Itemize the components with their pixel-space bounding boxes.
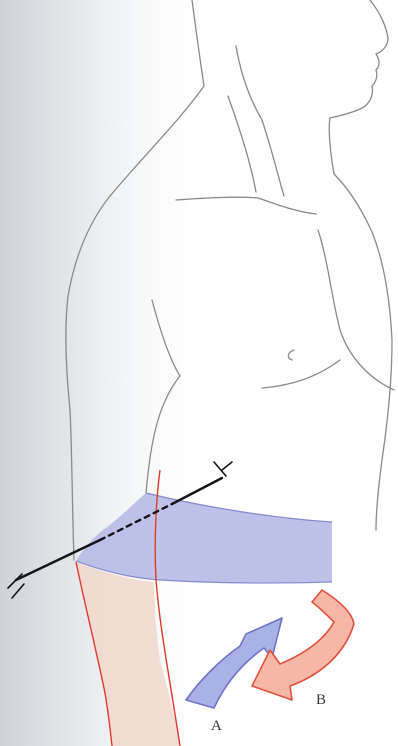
shoulder-back-outline <box>66 86 204 560</box>
face-profile-outline <box>329 0 388 174</box>
jaw-outline <box>236 46 262 120</box>
arm-red-region <box>76 562 180 746</box>
armpit-outline <box>146 376 180 493</box>
body-outline <box>66 0 394 560</box>
blue-band <box>76 493 332 583</box>
clavicle-outline <box>176 197 316 214</box>
neck-side-outline <box>228 96 256 192</box>
neck-front-outline <box>262 120 284 196</box>
chest-outline <box>334 174 392 530</box>
pectoral-lower-outline <box>262 360 340 388</box>
arm-chest-divide-outline <box>152 300 180 376</box>
pectoral-outline <box>318 230 394 390</box>
cut-line-right-tick <box>214 462 232 476</box>
label-a: A <box>211 719 222 734</box>
cut-line-solid-right <box>172 478 222 504</box>
nipple-outline <box>288 350 294 360</box>
label-b: B <box>316 693 326 708</box>
neck-back-outline <box>192 0 204 86</box>
